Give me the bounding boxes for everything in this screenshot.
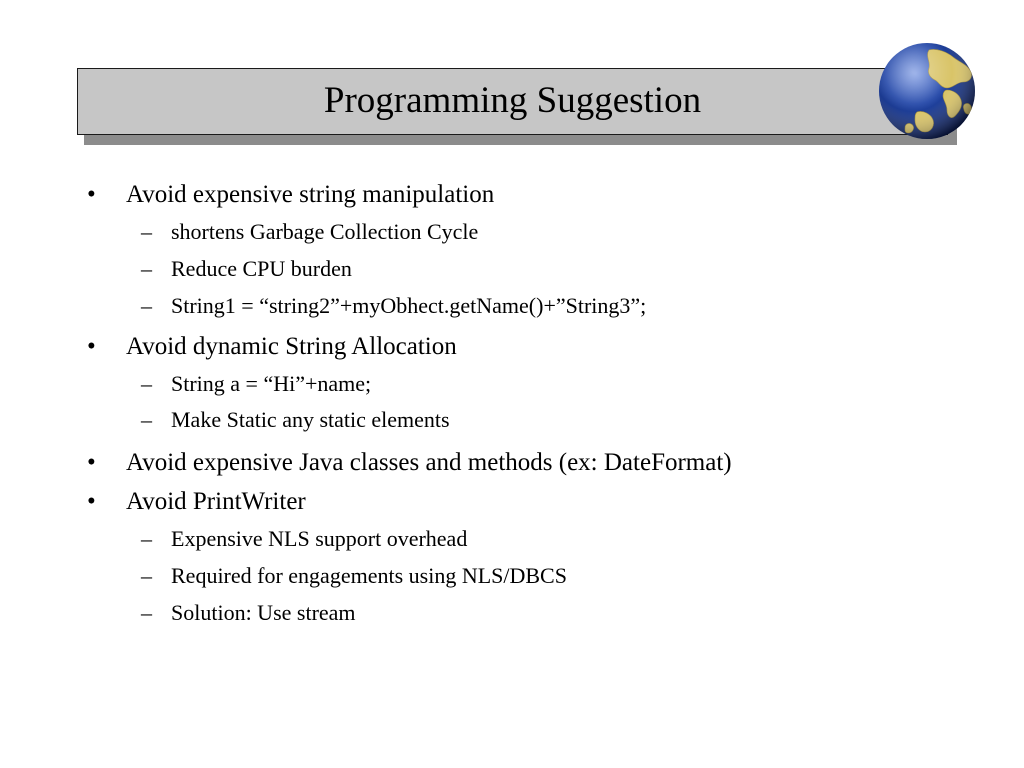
sub-bullet-marker: –: [141, 600, 152, 625]
sub-bullet-marker: –: [141, 526, 152, 551]
sub-bullet-item: String a = “Hi”+name;: [171, 371, 372, 396]
sub-bullet-item: Expensive NLS support overhead: [171, 526, 468, 551]
bullet-item: Avoid expensive string manipulation: [126, 181, 495, 208]
bullet-marker: •: [87, 333, 96, 360]
sub-bullet-item: Reduce CPU burden: [171, 256, 352, 281]
sub-bullet-marker: –: [141, 563, 152, 588]
sub-bullet-marker: –: [141, 407, 152, 432]
sub-bullet-marker: –: [141, 293, 152, 318]
title-box: Programming Suggestion: [77, 68, 948, 135]
sub-bullet-marker: –: [141, 371, 152, 396]
bullet-marker: •: [87, 449, 96, 476]
bullet-marker: •: [87, 181, 96, 208]
bullet-item: Avoid PrintWriter: [126, 488, 306, 515]
bullet-marker: •: [87, 488, 96, 515]
slide-title: Programming Suggestion: [323, 80, 702, 121]
sub-bullet-item: Solution: Use stream: [171, 600, 356, 625]
bullet-item: Avoid dynamic String Allocation: [126, 333, 457, 360]
sub-bullet-item: shortens Garbage Collection Cycle: [171, 219, 479, 244]
sub-bullet-marker: –: [141, 256, 152, 281]
bullet-item: Avoid expensive Java classes and methods…: [126, 449, 732, 476]
globe-icon: [879, 43, 975, 139]
sub-bullet-item: String1 = “string2”+myObhect.getName()+”…: [171, 293, 647, 318]
sub-bullet-item: Make Static any static elements: [171, 407, 450, 432]
sub-bullet-marker: –: [141, 219, 152, 244]
sub-bullet-item: Required for engagements using NLS/DBCS: [171, 563, 567, 588]
